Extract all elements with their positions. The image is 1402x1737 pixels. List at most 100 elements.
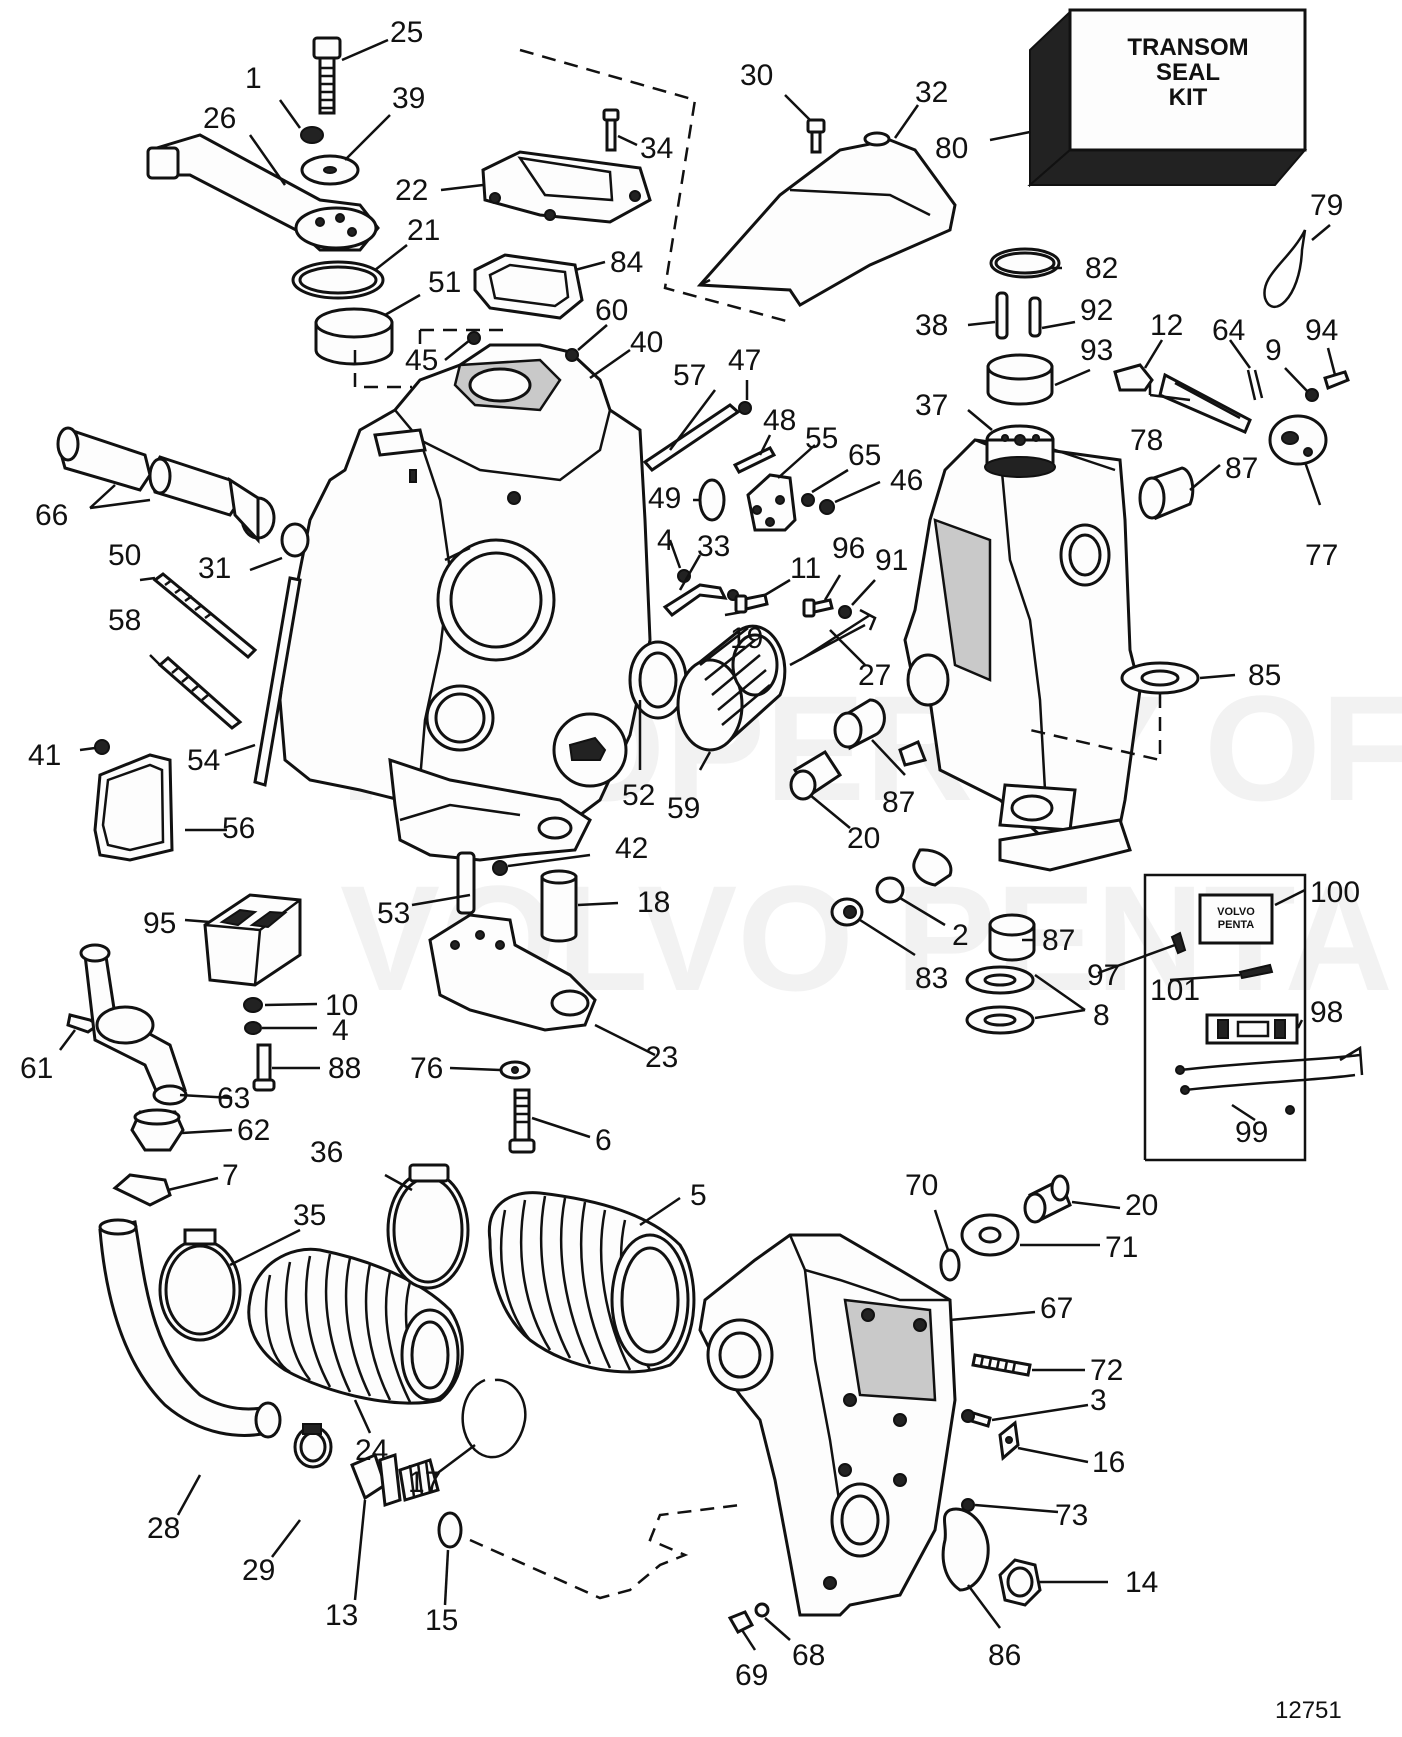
callout-82: 82 — [1085, 252, 1118, 285]
part-41-plug — [94, 739, 110, 755]
part-71-washer — [960, 1213, 1020, 1257]
part-39-washer — [300, 154, 360, 186]
part-72-stud — [971, 1353, 1032, 1377]
callout-76: 76 — [410, 1052, 443, 1085]
callout-20-b: 20 — [1125, 1189, 1158, 1222]
part-99-leads — [1175, 1045, 1364, 1115]
callout-91: 91 — [875, 544, 908, 577]
callout-60: 60 — [595, 294, 628, 327]
callout-47: 47 — [728, 344, 761, 377]
part-13-fitting — [350, 1452, 440, 1508]
part-63-elbow — [79, 943, 188, 1106]
callout-87-b: 87 — [882, 786, 915, 819]
callout-8: 8 — [1093, 999, 1110, 1032]
part-93-bushing — [986, 353, 1054, 406]
part-42-plug — [492, 860, 508, 876]
callout-12: 12 — [1150, 309, 1183, 342]
part-56-gasket — [93, 753, 174, 862]
part-87-bushing-a — [1138, 466, 1195, 521]
callout-51: 51 — [428, 266, 461, 299]
part-59-bearing — [676, 624, 787, 752]
part-8-washers — [965, 965, 1035, 1035]
part-4-nut-b — [244, 1021, 262, 1035]
part-45-plug — [467, 331, 481, 345]
callout-73: 73 — [1055, 1499, 1088, 1532]
callout-84: 84 — [610, 246, 643, 279]
callout-1: 1 — [245, 62, 262, 95]
callout-49: 49 — [648, 482, 681, 515]
callout-101: 101 — [1150, 974, 1200, 1007]
callout-80: 80 — [935, 132, 968, 165]
callout-50: 50 — [108, 539, 141, 572]
callout-70: 70 — [905, 1169, 938, 1202]
part-27-wire — [789, 608, 877, 667]
callout-59: 59 — [667, 792, 700, 825]
callout-62: 62 — [237, 1114, 270, 1147]
reference-number: 12751 — [1275, 1697, 1342, 1724]
part-65-nut — [801, 493, 815, 507]
callout-85: 85 — [1248, 659, 1281, 692]
part-14-nut — [998, 1558, 1042, 1607]
callout-96: 96 — [832, 532, 865, 565]
callout-16: 16 — [1092, 1446, 1125, 1479]
part-76-washer — [499, 1060, 531, 1080]
part-77-housing — [1268, 414, 1328, 466]
callout-15: 15 — [425, 1604, 458, 1637]
callout-57: 57 — [673, 359, 706, 392]
part-70-washer — [939, 1248, 961, 1282]
callout-14: 14 — [1125, 1566, 1158, 1599]
part-20-fitting-b — [1023, 1174, 1072, 1224]
part-84-gasket — [473, 253, 584, 320]
callout-64: 64 — [1212, 314, 1245, 347]
part-58-stud — [157, 656, 243, 730]
part-33-bracket — [662, 583, 728, 618]
callout-21: 21 — [407, 214, 440, 247]
kit-label-line-2: SEAL — [1156, 59, 1220, 86]
callout-11: 11 — [790, 552, 821, 585]
callout-87-a: 87 — [1225, 452, 1258, 485]
callout-5: 5 — [690, 1179, 707, 1212]
part-91-nut — [838, 605, 852, 619]
part-79-cable-tie — [1263, 229, 1307, 309]
callout-27: 27 — [858, 659, 891, 692]
part-40-bell-housing — [278, 343, 652, 862]
part-49-oring — [698, 478, 726, 522]
part-17-snap-ring — [461, 1378, 527, 1459]
callout-10: 10 — [325, 989, 358, 1022]
part-48-screw — [732, 446, 777, 474]
callout-38: 38 — [915, 309, 948, 342]
part-87-bushing-b — [833, 698, 886, 751]
callout-36: 36 — [310, 1136, 343, 1169]
callout-61: 61 — [20, 1052, 53, 1085]
callout-98: 98 — [1310, 996, 1343, 1029]
callout-37: 37 — [915, 389, 948, 422]
part-85-washer — [1120, 661, 1200, 695]
part-47-nut — [738, 401, 752, 415]
part-94-screw — [1323, 370, 1350, 391]
callout-54: 54 — [187, 744, 220, 777]
callout-52: 52 — [622, 779, 655, 812]
callout-28: 28 — [147, 1512, 180, 1545]
dashed-outline-45 — [353, 328, 510, 389]
dashed-assembly-outline-cover — [519, 48, 791, 324]
callout-83: 83 — [915, 962, 948, 995]
callout-26: 26 — [203, 102, 236, 135]
part-2-plug — [875, 876, 905, 904]
callout-25: 25 — [390, 16, 423, 49]
callout-40: 40 — [630, 326, 663, 359]
callout-2: 2 — [952, 919, 969, 952]
part-64-pin — [1246, 369, 1264, 401]
part-68-ball — [754, 1602, 770, 1618]
callout-18: 18 — [637, 886, 670, 919]
decal-panel: VOLVO PENTA — [1143, 873, 1307, 1162]
callout-77: 77 — [1305, 539, 1338, 572]
part-86-gasket — [941, 1507, 990, 1592]
part-95-block — [203, 893, 302, 987]
callout-29: 29 — [242, 1554, 275, 1587]
callout-3: 3 — [1090, 1384, 1107, 1417]
callout-93: 93 — [1080, 334, 1113, 367]
callout-63: 63 — [217, 1082, 250, 1115]
part-6-bolt — [508, 1088, 536, 1154]
callout-48: 48 — [763, 404, 796, 437]
part-7-clip — [112, 1173, 172, 1207]
